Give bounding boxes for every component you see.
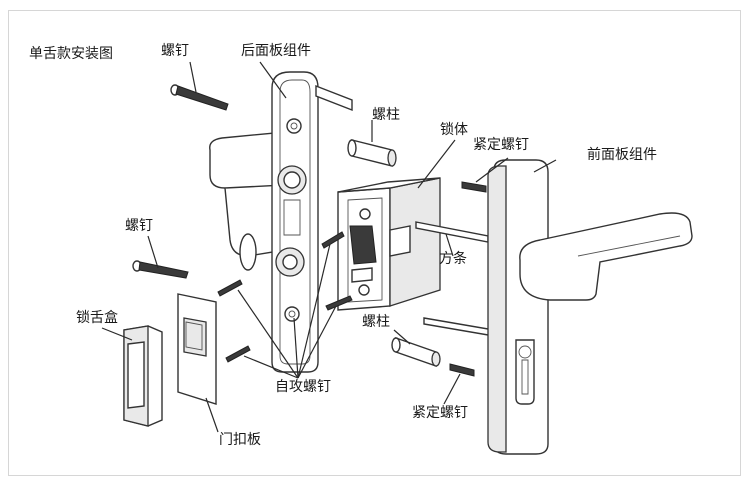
screw-left — [132, 260, 189, 279]
rear-handle — [209, 131, 286, 271]
label-set-screw-bottom: 紧定螺钉 — [412, 405, 468, 421]
front-panel — [487, 159, 549, 455]
label-set-screw-top: 紧定螺钉 — [473, 137, 529, 153]
label-screw-top: 螺钉 — [161, 43, 189, 59]
label-screw-left: 螺钉 — [125, 218, 153, 234]
leader-lines — [101, 61, 557, 433]
label-stud-bottom: 螺柱 — [362, 314, 390, 330]
label-square-bar: 方条 — [439, 251, 467, 267]
label-tapping-screws: 自攻螺钉 — [275, 379, 331, 395]
label-strike-plate: 门扣板 — [219, 432, 261, 448]
label-stud-top: 螺柱 — [372, 107, 400, 123]
front-handle — [519, 212, 693, 301]
tapping-screws — [217, 231, 353, 363]
set-screw-top — [461, 181, 487, 193]
stud-top — [347, 139, 397, 167]
diagram-frame — [8, 10, 741, 476]
screw-top — [170, 84, 229, 111]
strike-plate — [177, 293, 217, 405]
rear-panel — [271, 71, 319, 373]
diagram-title: 单舌款安装图 — [29, 46, 113, 62]
label-latch-box: 锁舌盒 — [76, 310, 118, 326]
set-screw-bottom — [449, 363, 475, 377]
latch-box — [123, 325, 163, 427]
label-rear-panel: 后面板组件 — [241, 43, 311, 59]
label-lock-body: 锁体 — [440, 122, 468, 138]
lock-body — [337, 177, 441, 311]
label-front-panel: 前面板组件 — [587, 147, 657, 163]
